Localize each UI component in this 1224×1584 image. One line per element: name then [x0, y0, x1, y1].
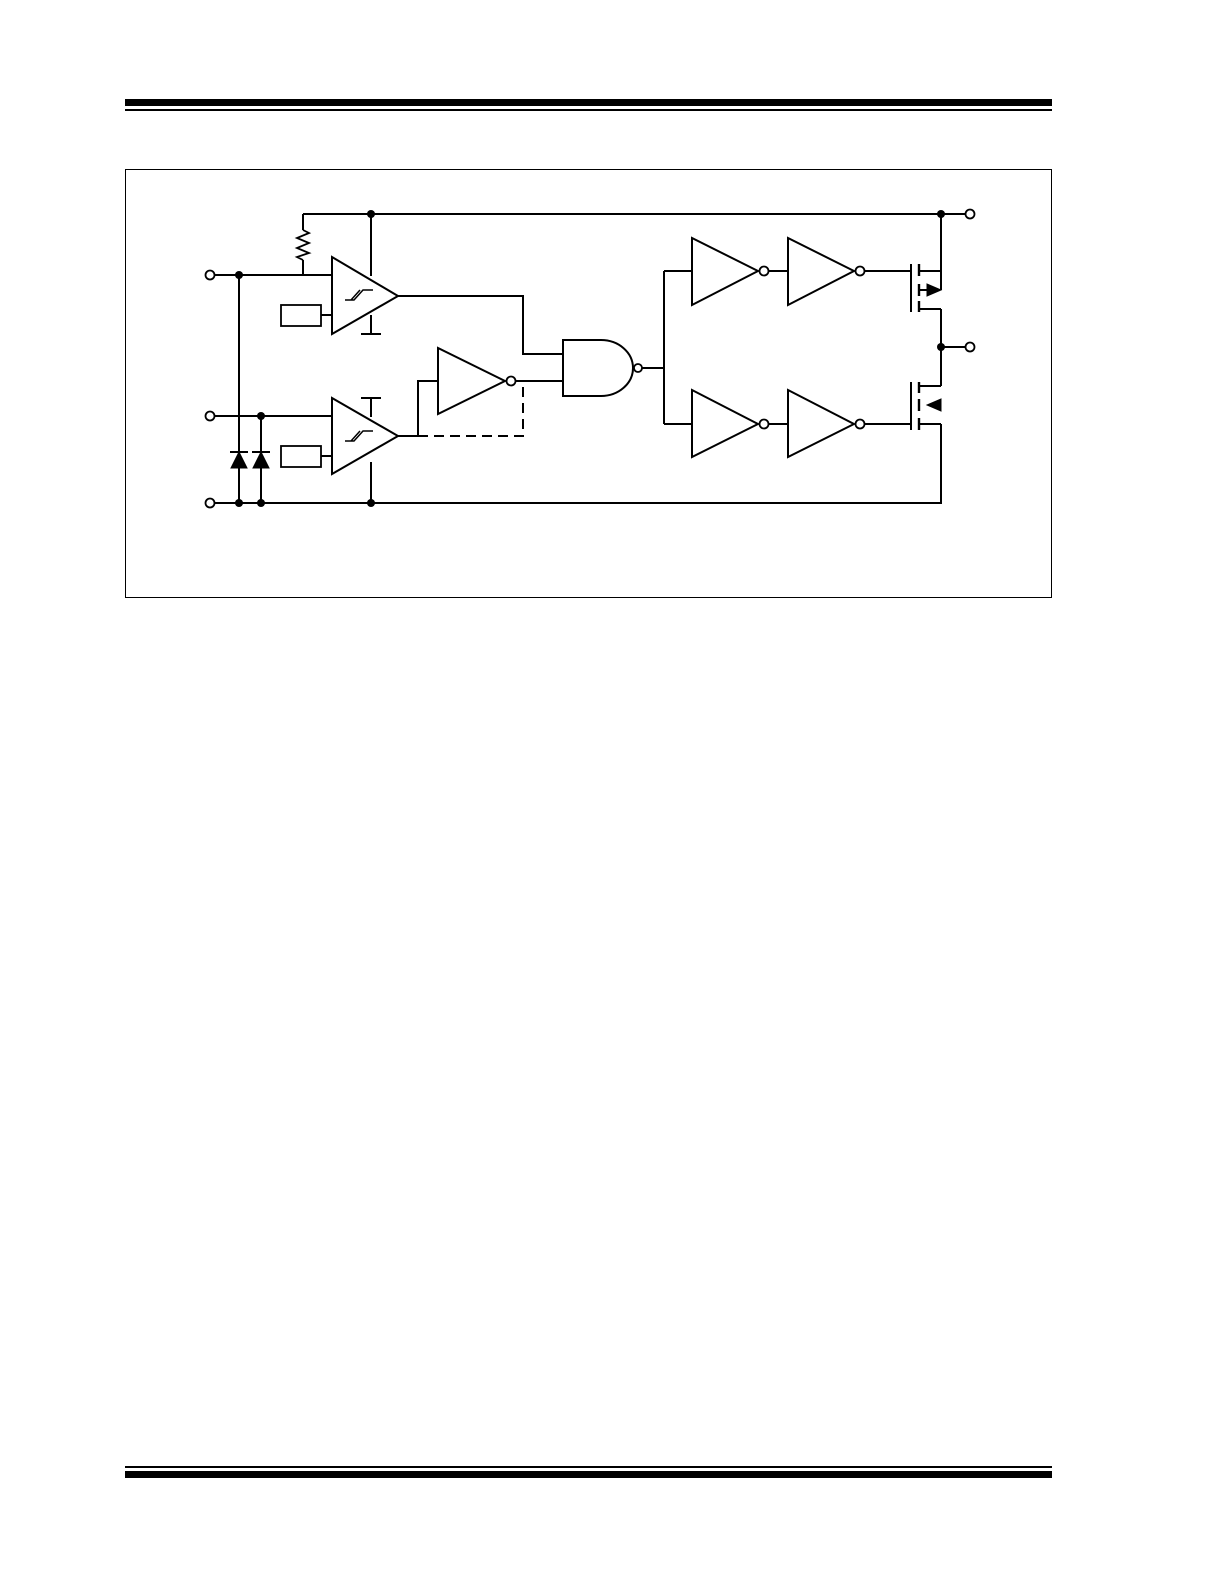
schmitt-comparator-a — [331, 255, 400, 336]
comp-b-out-wire — [398, 380, 438, 437]
comp-a-ground-tick — [361, 315, 381, 335]
vdd-terminal — [964, 208, 976, 220]
hysteresis-icon — [345, 430, 373, 442]
ground-terminal — [204, 497, 216, 509]
reference-b — [280, 445, 322, 468]
junction-dot — [367, 210, 375, 218]
junction-dot — [235, 499, 243, 507]
input-a-terminal — [204, 269, 216, 281]
figure-frame — [125, 169, 1052, 598]
footer-rule-thick — [125, 1471, 1052, 1478]
wires — [215, 213, 965, 504]
p-mosfet — [910, 264, 943, 312]
inversion-bubble — [758, 265, 770, 277]
comp-a-out-wire — [398, 295, 563, 355]
inversion-bubble — [854, 418, 866, 430]
driver-inverter-4 — [787, 388, 866, 459]
schematic-diagram — [204, 208, 976, 509]
junctions — [235, 210, 945, 507]
inverter-option — [437, 346, 517, 416]
esd-diode-2 — [252, 450, 270, 469]
header-rule-thin — [125, 109, 1052, 111]
driver-inverter-3 — [691, 388, 770, 459]
n-body-arrow-icon — [925, 398, 942, 412]
terminals — [204, 208, 976, 509]
junction-dot — [937, 343, 945, 351]
hysteresis-icon — [345, 289, 373, 301]
junction-dot — [367, 499, 375, 507]
driver-inverter-2 — [787, 236, 866, 307]
schmitt-comparator-b — [331, 396, 401, 476]
junction-dot — [937, 210, 945, 218]
junction-dot — [257, 412, 265, 420]
header-rule-thick — [125, 99, 1052, 106]
option-link-dashed-wire — [418, 381, 524, 437]
ground-rail-wire — [215, 424, 942, 504]
footer-rule-thin — [125, 1466, 1052, 1468]
n-mosfet — [910, 382, 942, 430]
esd-diode-1 — [230, 450, 248, 469]
inversion-bubble — [633, 363, 643, 373]
output-terminal — [964, 341, 976, 353]
input-b-terminal — [204, 410, 216, 422]
p-body-arrow-icon — [926, 283, 943, 297]
junction-dot — [257, 499, 265, 507]
comp-b-supply-tick — [361, 397, 381, 417]
inversion-bubble — [854, 265, 866, 277]
nand-gate — [562, 339, 643, 397]
reference-a — [280, 304, 322, 327]
inversion-bubble — [758, 418, 770, 430]
pull-up-resistor — [294, 229, 312, 261]
inversion-bubble — [505, 375, 517, 387]
driver-inverter-1 — [691, 236, 770, 307]
junction-dot — [235, 271, 243, 279]
